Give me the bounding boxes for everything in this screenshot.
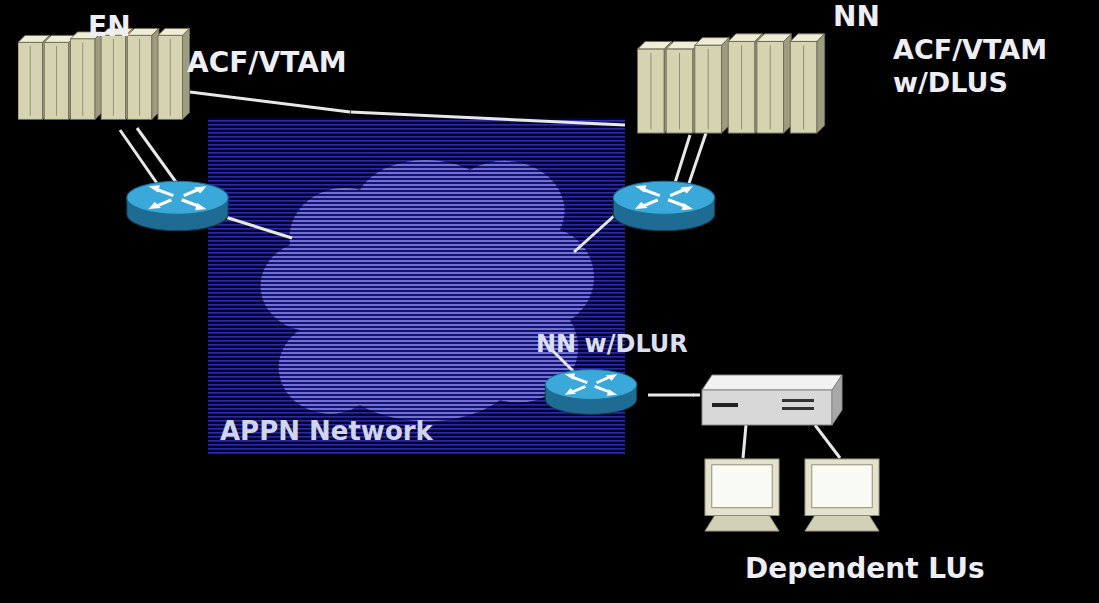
node-label: ACF/VTAM w/DLUS: [893, 34, 1091, 100]
node-label: Dependent LUs: [745, 552, 985, 586]
terminal-icon: [805, 459, 879, 531]
network-region: APPN Network: [208, 118, 625, 455]
network-cloud: [261, 160, 594, 421]
node-label: APPN Network: [220, 416, 433, 448]
link-line: [693, 394, 700, 397]
node-label: EN: [88, 10, 131, 44]
host-node: NN ACF/VTAM w/DLUS: [625, 0, 1095, 135]
router-node: NN w/DLUR: [528, 330, 693, 420]
link-wires: [137, 92, 840, 458]
router-icon: [127, 181, 228, 231]
node-label: ACF/VTAM: [187, 46, 347, 80]
terminal-group: Dependent LUs: [700, 372, 1010, 600]
node-label: NN: [833, 0, 880, 34]
host-node: EN ACF/VTAM: [15, 8, 351, 130]
mainframe-icon: [638, 34, 825, 133]
node-label: NN w/DLUR: [536, 330, 688, 359]
cluster-controller: [702, 375, 842, 425]
router-icon: [613, 181, 714, 231]
router-icon: [545, 370, 636, 415]
terminal-icon: [705, 459, 779, 531]
link-line: [351, 112, 625, 125]
